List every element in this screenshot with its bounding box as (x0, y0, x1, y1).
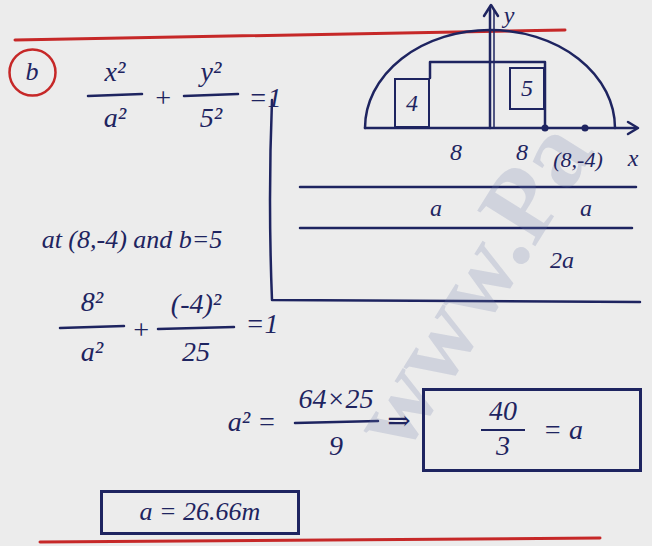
axis-arrow (484, 5, 498, 16)
dimension-label: a (580, 195, 592, 221)
fraction-bar (88, 94, 142, 96)
numerator: y² (201, 57, 222, 88)
implies-arrow: ⇒ (387, 406, 410, 437)
box-text: 4 (406, 90, 418, 116)
ellipse-arc (365, 30, 615, 128)
node-content: 403 = a (481, 396, 583, 464)
margin-line (40, 538, 600, 542)
circle-outline (9, 49, 55, 95)
denominator: a² (104, 103, 126, 134)
operator: + (154, 83, 173, 114)
result-box: 403 = a (422, 388, 642, 472)
equation-lhs: a² = (228, 407, 276, 438)
dimension-label: 8 (516, 139, 528, 165)
numerator: 64×25 (299, 384, 374, 415)
part-letter: b (26, 58, 39, 87)
node-content: b (26, 58, 39, 87)
dimension-label: 2a (550, 247, 574, 273)
condition-note: at (8,-4) and b=5 (42, 226, 223, 255)
denominator: 25 (182, 337, 210, 368)
height-box: 5 (509, 67, 545, 110)
fraction-bar (158, 327, 234, 329)
denominator: 3 (488, 431, 518, 464)
denominator: 9 (329, 431, 343, 462)
box-text: a = 26.66m (140, 498, 261, 527)
denominator: a² (81, 337, 103, 368)
fraction-bar (184, 94, 238, 96)
margin-line (15, 30, 565, 40)
denominator: 5² (200, 103, 222, 134)
numerator: 40 (481, 396, 525, 431)
point-dot (582, 125, 589, 132)
node-content: 5 (521, 75, 533, 101)
equals-one: =1 (246, 309, 279, 340)
axis-arrow (628, 122, 638, 134)
result-text: = a (543, 415, 583, 446)
point-label: (8,-4) (553, 148, 602, 172)
fraction: 403 (481, 396, 525, 464)
dimension-label: a (430, 195, 442, 221)
numerator: (-4)² (171, 289, 221, 320)
result-box: a = 26.66m (100, 490, 300, 535)
axis-label: x (628, 145, 639, 171)
box-text: 5 (521, 75, 533, 101)
node-content: a = 26.66m (140, 498, 261, 527)
numerator: x² (105, 57, 126, 88)
part-marker: b (8, 48, 57, 97)
height-box: 4 (394, 78, 430, 128)
numerator: 8² (81, 287, 103, 318)
axis-label: y (504, 2, 515, 28)
fraction-bar (60, 326, 124, 328)
equals-one: =1 (249, 83, 282, 114)
dimension-label: 8 (450, 139, 462, 165)
node-content: 4 (406, 90, 418, 116)
y-axis (493, 10, 495, 128)
y-axis (489, 8, 492, 128)
operator: + (132, 315, 151, 346)
